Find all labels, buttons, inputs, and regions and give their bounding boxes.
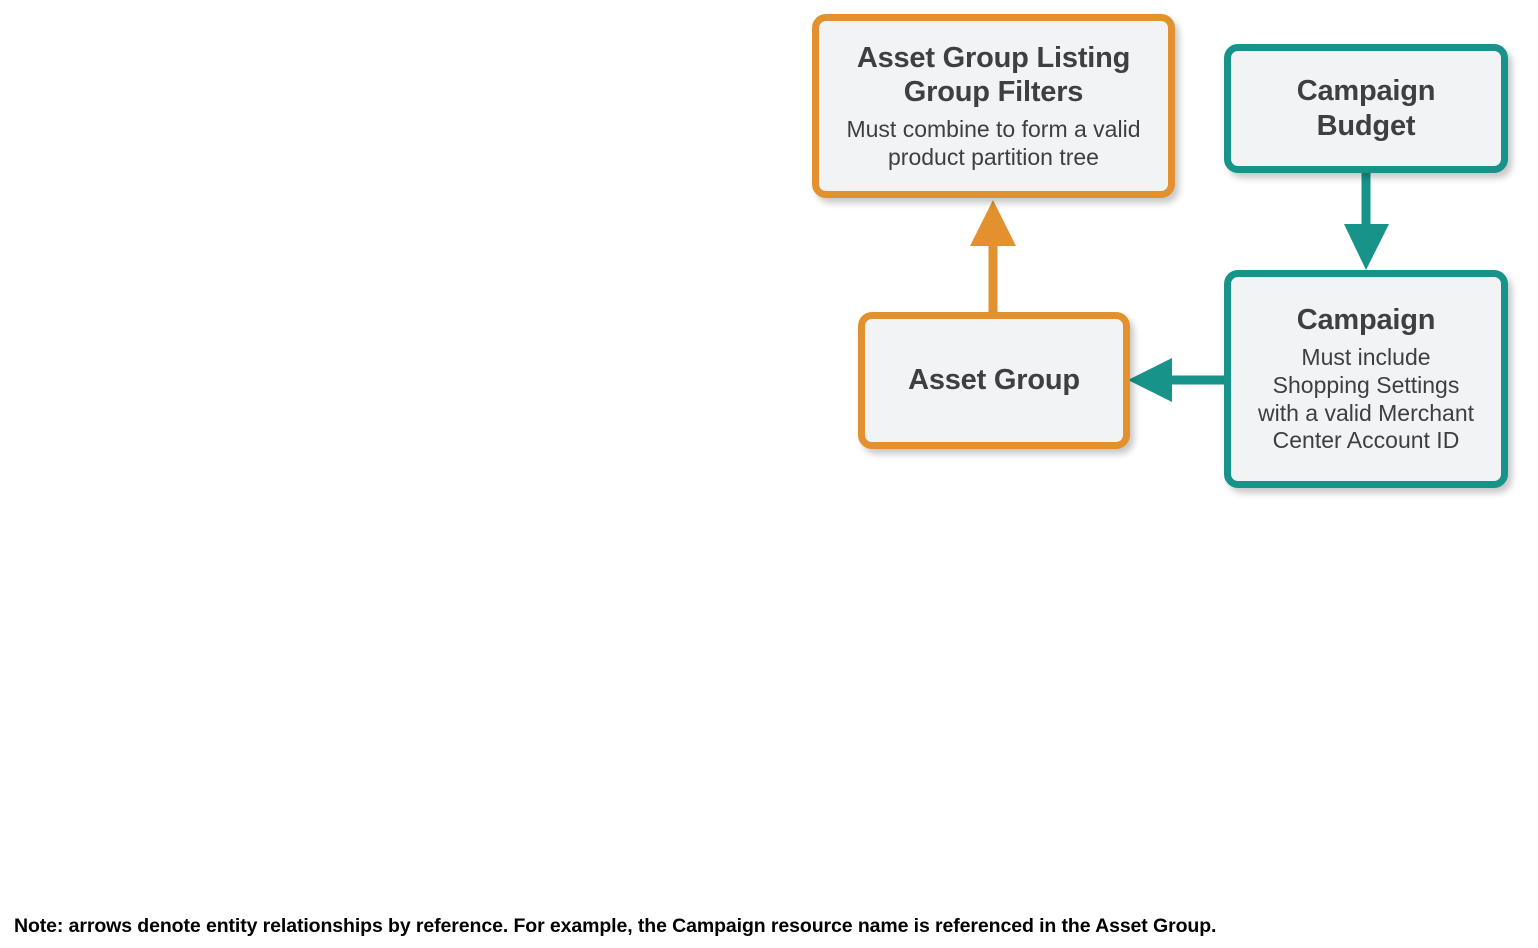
arrowhead-down-icon bbox=[1344, 224, 1389, 270]
arrowhead-up-icon bbox=[970, 200, 1016, 246]
node-description: Must include Shopping Settings with a va… bbox=[1257, 344, 1475, 454]
node-campaign-budget[interactable]: Campaign Budget bbox=[1224, 44, 1508, 173]
node-title: Campaign Budget bbox=[1296, 75, 1436, 142]
edge-asset-group-to-listing-group-filters bbox=[970, 200, 1016, 320]
node-asset-group-listing-group-filters[interactable]: Asset Group Listing Group Filters Must c… bbox=[812, 14, 1175, 198]
diagram-footnote: Note: arrows denote entity relationships… bbox=[14, 915, 1217, 937]
node-title: Asset Group bbox=[908, 364, 1080, 397]
node-asset-group[interactable]: Asset Group bbox=[858, 312, 1130, 449]
arrowhead-left-icon bbox=[1128, 358, 1172, 402]
node-description: Must combine to form a valid product par… bbox=[846, 116, 1141, 170]
edge-campaign-to-asset-group bbox=[1128, 358, 1232, 402]
node-title: Campaign bbox=[1296, 304, 1436, 337]
node-title: Asset Group Listing Group Filters bbox=[856, 41, 1131, 108]
node-campaign[interactable]: Campaign Must include Shopping Settings … bbox=[1224, 270, 1508, 488]
edge-campaign-budget-to-campaign bbox=[1344, 170, 1389, 270]
